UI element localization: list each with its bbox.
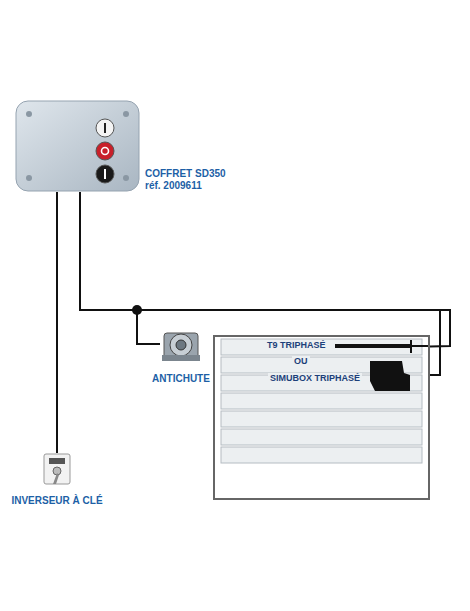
motor-label: OU — [292, 356, 310, 367]
device-label: INVERSEUR À CLÉ — [11, 495, 102, 507]
shutter-slats — [215, 337, 428, 498]
device-label: ANTICHUTE — [152, 373, 210, 385]
motor-label: T9 TRIPHASÉ — [265, 340, 328, 351]
device-icon — [160, 325, 202, 363]
device-label: COFFRET SD350 réf. 2009611 — [145, 168, 229, 192]
motor-label: SIMUBOX TRIPHASÉ — [268, 373, 362, 384]
junction-dot — [132, 305, 142, 315]
roller-shutter: T9 TRIPHASÉ OU SIMUBOX TRIPHASÉ — [213, 335, 430, 500]
control-box: COFFRET SD350 réf. 2009611 — [15, 100, 140, 192]
wire-connector — [56, 192, 58, 453]
key-switch: INVERSEUR À CLÉ — [42, 453, 72, 485]
wire-connector — [80, 192, 160, 344]
device-icon — [42, 453, 72, 485]
fall-arrester: ANTICHUTE — [160, 325, 202, 363]
wire-connector — [80, 192, 450, 347]
device-icon — [15, 100, 140, 192]
